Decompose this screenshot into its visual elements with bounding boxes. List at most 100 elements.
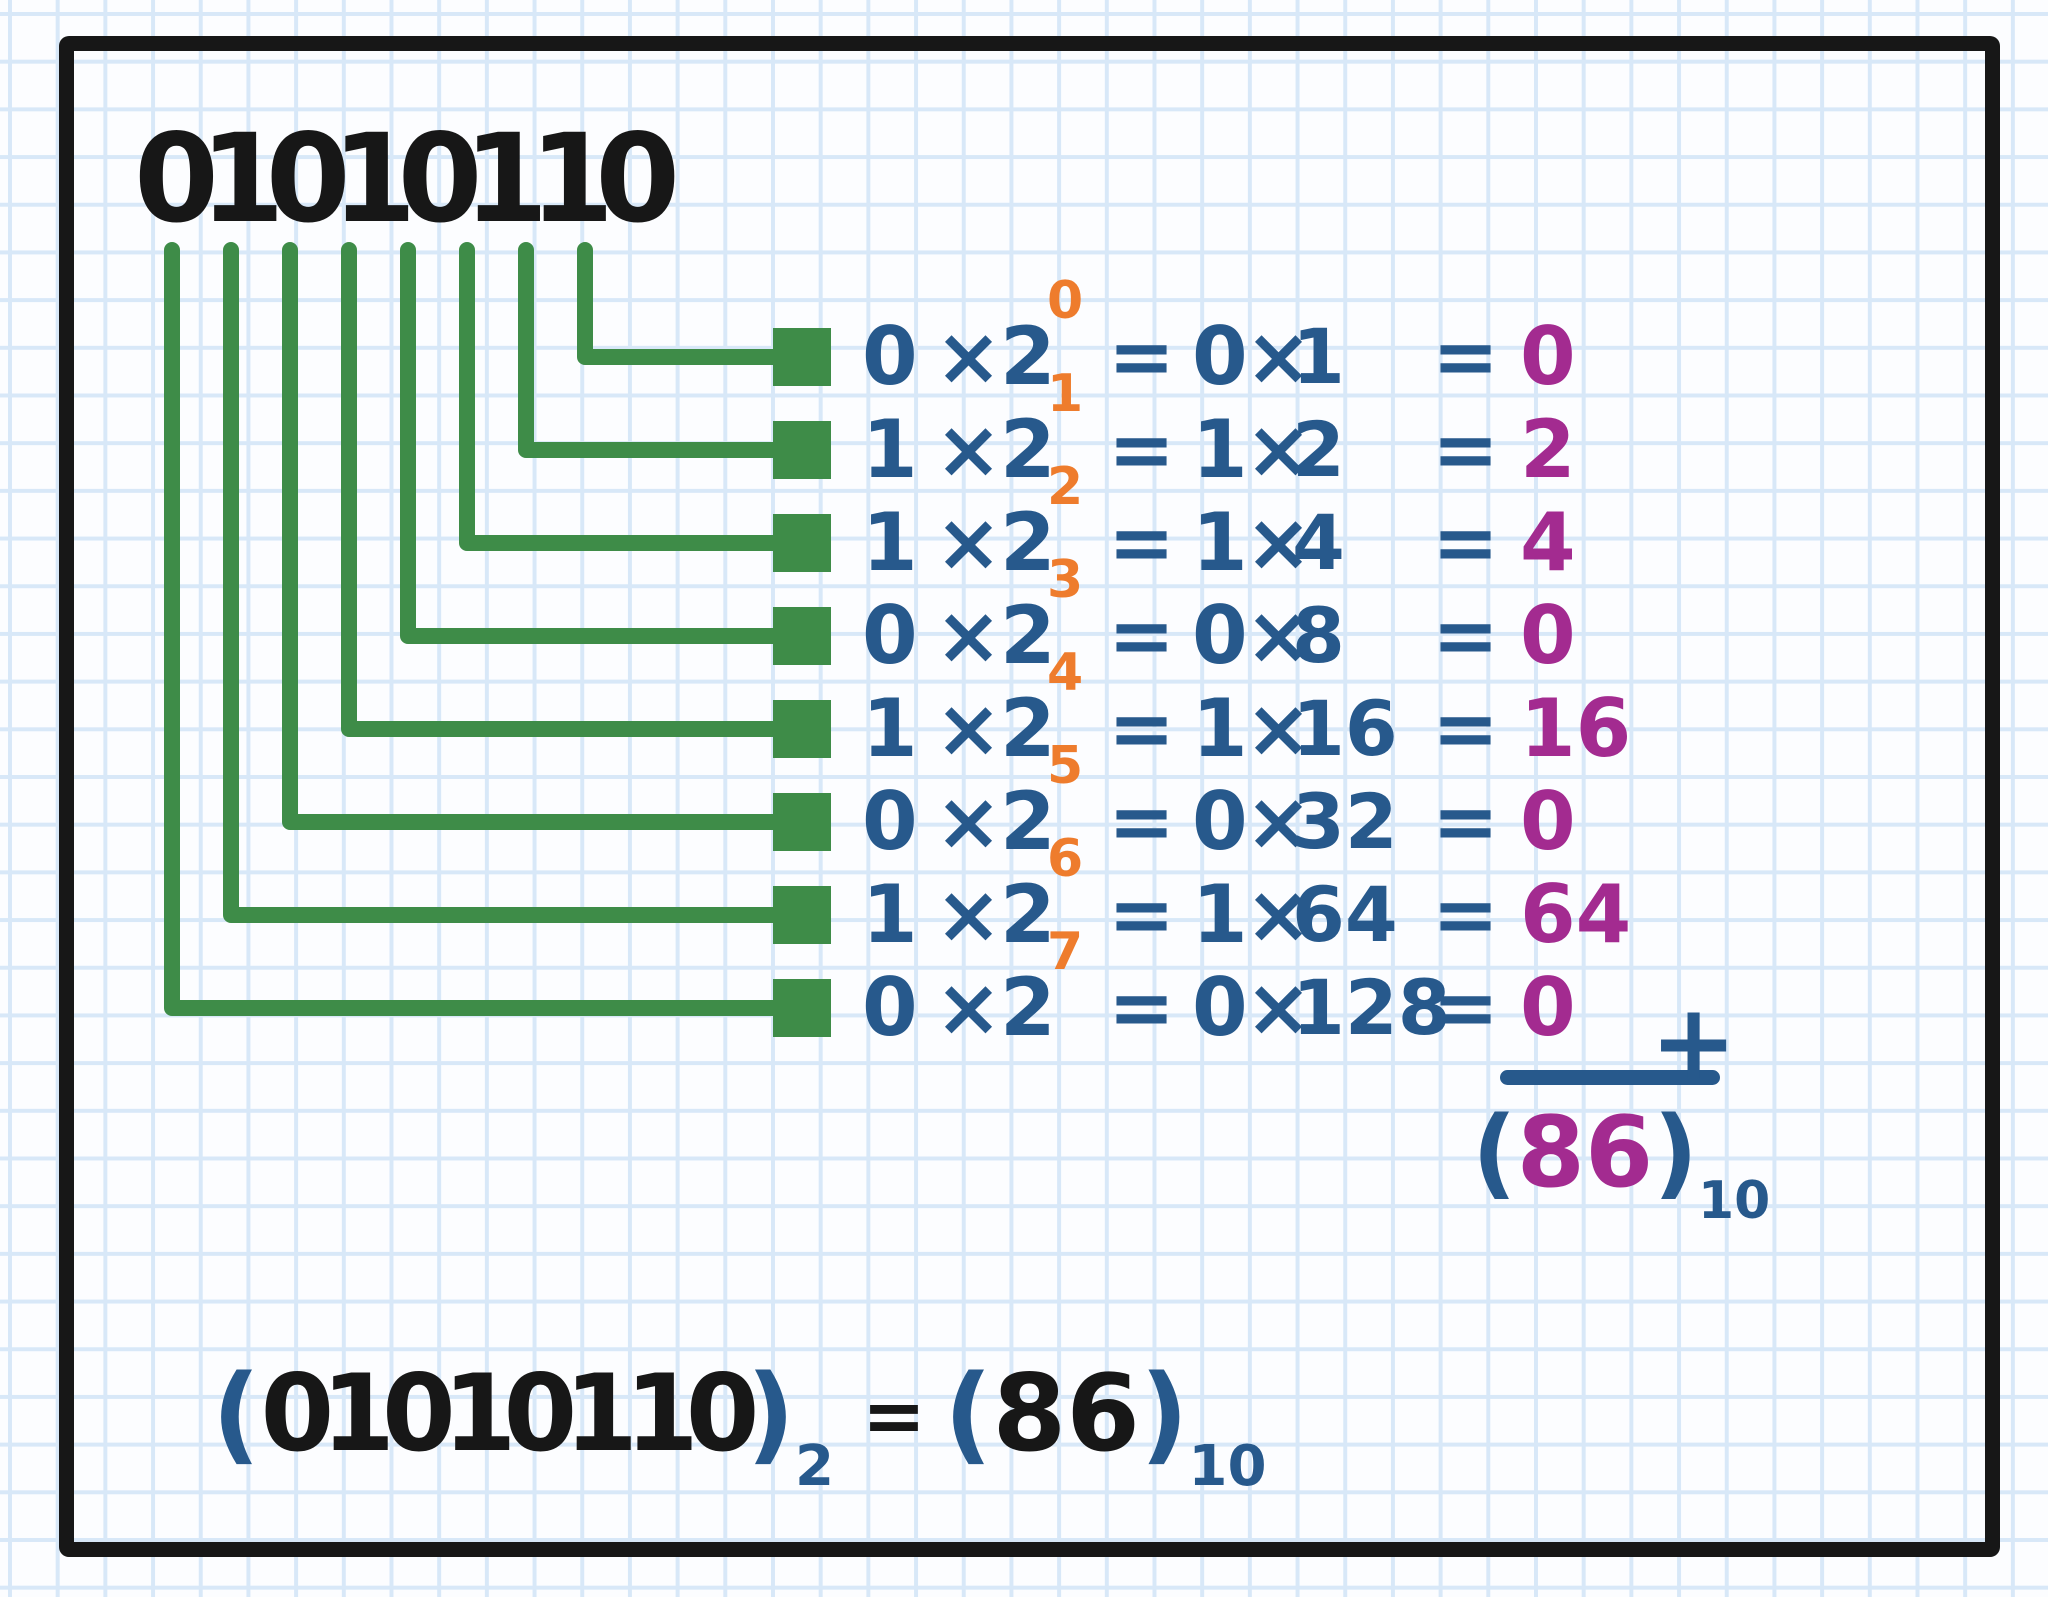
arrow-digit-msb xyxy=(164,242,778,1008)
base-2: 2 xyxy=(1000,868,1056,961)
times-sign: × xyxy=(1245,682,1313,775)
bit-value: 0 xyxy=(862,775,918,868)
equals-sign: = xyxy=(1432,868,1500,961)
equals-sign: = xyxy=(1108,310,1176,403)
equals-sign: = xyxy=(1432,682,1500,775)
base-2: 2 xyxy=(1000,961,1056,1054)
times-sign: × xyxy=(1245,775,1313,868)
power-exponent: 4 xyxy=(1047,643,1084,703)
row-result: 0 xyxy=(1520,589,1576,682)
arrow-digit-2 xyxy=(459,242,778,543)
power-value: 16 xyxy=(1292,684,1398,773)
power-exponent: 2 xyxy=(1047,457,1084,517)
bit-value: 0 xyxy=(862,589,918,682)
bit-value: 1 xyxy=(862,403,918,496)
bit-value: 0 xyxy=(1192,589,1248,682)
arrow-digit-lsb xyxy=(577,242,778,357)
decimal-value: 86 xyxy=(992,1352,1140,1475)
row-result: 0 xyxy=(1520,775,1576,868)
bit-value: 0 xyxy=(1192,961,1248,1054)
open-paren: ( xyxy=(1472,1096,1517,1210)
base-2-subscript: 2 xyxy=(794,1433,835,1499)
binary-value: 01010110 xyxy=(260,1352,759,1475)
bit-value: 0 xyxy=(1192,775,1248,868)
arrow-digit-3 xyxy=(400,242,778,636)
times-sign: × xyxy=(1245,589,1313,682)
power-exponent: 5 xyxy=(1047,736,1084,796)
bit-value: 1 xyxy=(1192,868,1248,961)
times-sign: × xyxy=(935,775,1003,868)
bit-value: 1 xyxy=(862,682,918,775)
power-value: 32 xyxy=(1292,777,1398,866)
bit-value: 0 xyxy=(862,961,918,1054)
row-result: 16 xyxy=(1520,682,1632,775)
equals-sign: = xyxy=(1108,961,1176,1054)
base-2: 2 xyxy=(1000,775,1056,868)
close-paren: ) xyxy=(1139,1352,1189,1475)
open-paren: ( xyxy=(212,1352,261,1475)
equals-sign: = xyxy=(1108,496,1176,589)
border-frame xyxy=(59,36,2000,1557)
arrow-digit-4 xyxy=(341,242,778,729)
base-2: 2 xyxy=(1000,403,1056,496)
close-paren: ) xyxy=(1653,1096,1698,1210)
bit-value: 1 xyxy=(1192,403,1248,496)
power-exponent: 0 xyxy=(1047,271,1084,331)
times-sign: × xyxy=(935,310,1003,403)
row-result: 2 xyxy=(1520,403,1576,496)
equals-sign: = xyxy=(1432,403,1500,496)
times-sign: × xyxy=(935,403,1003,496)
power-value: 64 xyxy=(1292,870,1398,959)
row-result: 4 xyxy=(1520,496,1576,589)
times-sign: × xyxy=(935,589,1003,682)
equals-sign: = xyxy=(1432,589,1500,682)
equals-sign: = xyxy=(1432,961,1500,1054)
equals-sign: = xyxy=(1432,310,1500,403)
base-10-subscript: 10 xyxy=(1188,1433,1267,1499)
times-sign: × xyxy=(935,868,1003,961)
arrow-digit-5 xyxy=(282,242,778,822)
equals-sign: = xyxy=(1108,868,1176,961)
close-paren: ) xyxy=(746,1352,795,1475)
times-sign: × xyxy=(935,682,1003,775)
arrow-digit-1 xyxy=(518,242,778,450)
sum-underline xyxy=(1500,1070,1720,1085)
bit-value: 1 xyxy=(1192,496,1248,589)
bit-value: 1 xyxy=(862,868,918,961)
times-sign: × xyxy=(1245,403,1313,496)
arrow-digit-6 xyxy=(223,242,778,915)
times-sign: × xyxy=(1245,310,1313,403)
equals-sign: = xyxy=(1108,589,1176,682)
equals-sign: = xyxy=(1432,496,1500,589)
base-2: 2 xyxy=(1000,589,1056,682)
row-result: 64 xyxy=(1520,868,1632,961)
times-sign: × xyxy=(935,961,1003,1054)
bit-value: 1 xyxy=(862,496,918,589)
power-value: 4 xyxy=(1292,498,1345,587)
power-exponent: 7 xyxy=(1047,922,1084,982)
times-sign: × xyxy=(935,496,1003,589)
base-2: 2 xyxy=(1000,496,1056,589)
decimal-sum: 86 xyxy=(1516,1096,1654,1210)
power-value: 1 xyxy=(1292,312,1345,401)
power-value: 2 xyxy=(1292,405,1345,494)
power-exponent: 6 xyxy=(1047,829,1084,889)
equals-sign: = xyxy=(1432,775,1500,868)
plus-sign: + xyxy=(1650,981,1738,1103)
power-value: 8 xyxy=(1292,591,1345,680)
equals-sign: = xyxy=(1108,775,1176,868)
bit-value: 0 xyxy=(862,310,918,403)
conclusion-equation: (01010110)2=(86)10 xyxy=(212,1358,1267,1499)
sum-result: (86)10 xyxy=(1472,1096,1770,1231)
equals-sign: = xyxy=(862,1371,926,1461)
power-exponent: 3 xyxy=(1047,550,1084,610)
